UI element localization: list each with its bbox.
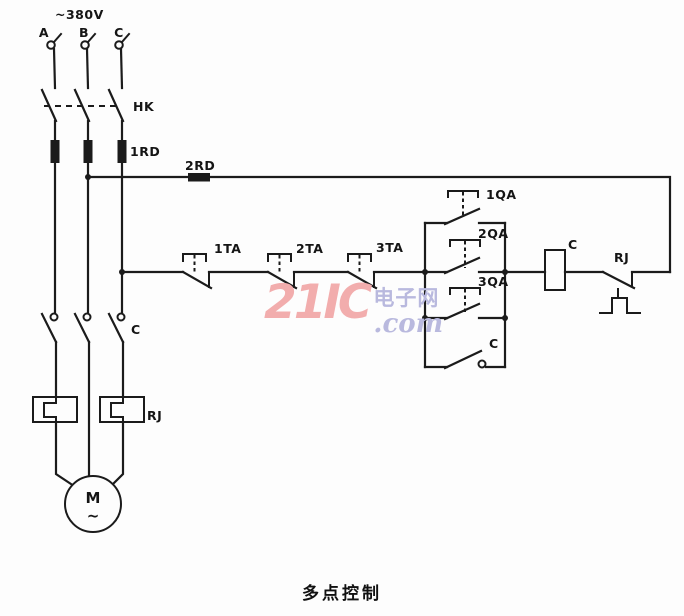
start-button-3-label: 3QA xyxy=(478,274,509,289)
main-fuses-1rd: 1RD xyxy=(50,140,160,163)
fuse-a-icon xyxy=(50,140,60,163)
thermal-heaters-rj: RJ xyxy=(32,396,162,423)
thermal-contact-label: RJ xyxy=(614,250,629,265)
terminal-a-icon xyxy=(46,32,63,50)
fuse-c-icon xyxy=(117,140,127,163)
start-button-1qa: 1QA xyxy=(423,187,517,226)
stop-button-1-label: 1TA xyxy=(214,241,241,256)
supply-terminals: ~380V A B C xyxy=(39,7,131,50)
terminal-b-icon xyxy=(80,32,97,50)
contactor-aux-contact: C xyxy=(423,336,507,370)
stop-button-2-label: 2TA xyxy=(296,241,323,256)
contactor-aux-label: C xyxy=(489,336,499,351)
fuse-b-icon xyxy=(83,140,93,163)
motor-label: M xyxy=(86,489,101,507)
supply-voltage-label: ~380V xyxy=(55,7,104,22)
contactor-coil-label: C xyxy=(568,237,578,252)
start-button-2-label: 2QA xyxy=(478,226,509,241)
thermal-heater-label: RJ xyxy=(147,408,162,423)
contactor-main-label: C xyxy=(131,322,141,337)
contactor-main-contacts: C xyxy=(40,312,141,479)
start-button-1-label: 1QA xyxy=(486,187,517,202)
phase-a-label: A xyxy=(39,25,49,40)
control-line-top: 2RD xyxy=(86,158,672,274)
phase-b-label: B xyxy=(79,25,89,40)
phase-c-label: C xyxy=(114,25,124,40)
knife-switch-hk: HK xyxy=(40,88,155,142)
phase-wires-middle xyxy=(53,161,125,314)
phase-wires-top xyxy=(52,47,124,90)
stop-button-1ta: 1TA xyxy=(120,241,241,290)
thermal-contact-rj: RJ xyxy=(599,250,672,314)
terminal-c-icon xyxy=(114,32,131,50)
motor-ac-symbol: ~ xyxy=(87,507,100,525)
knife-switch-label: HK xyxy=(133,99,155,114)
control-fuse-icon xyxy=(188,173,210,182)
thermal-element-icon xyxy=(599,297,641,314)
stop-button-3ta: 3TA xyxy=(292,240,427,290)
stop-button-3-label: 3TA xyxy=(376,240,403,255)
control-fuse-label: 2RD xyxy=(185,158,215,173)
motor: M ~ xyxy=(54,420,125,533)
start-button-2qa: 2QA xyxy=(423,226,509,275)
main-fuse-label: 1RD xyxy=(130,144,160,159)
diagram-caption: 多点控制 xyxy=(302,584,382,604)
start-button-bank: 1QA 2QA 3QA xyxy=(422,187,517,370)
start-button-3qa: 3QA xyxy=(423,274,509,321)
coil-icon xyxy=(544,249,566,291)
motor-circle xyxy=(64,475,122,533)
stop-button-2ta: 2TA xyxy=(207,241,323,290)
contactor-coil: C xyxy=(503,237,605,291)
